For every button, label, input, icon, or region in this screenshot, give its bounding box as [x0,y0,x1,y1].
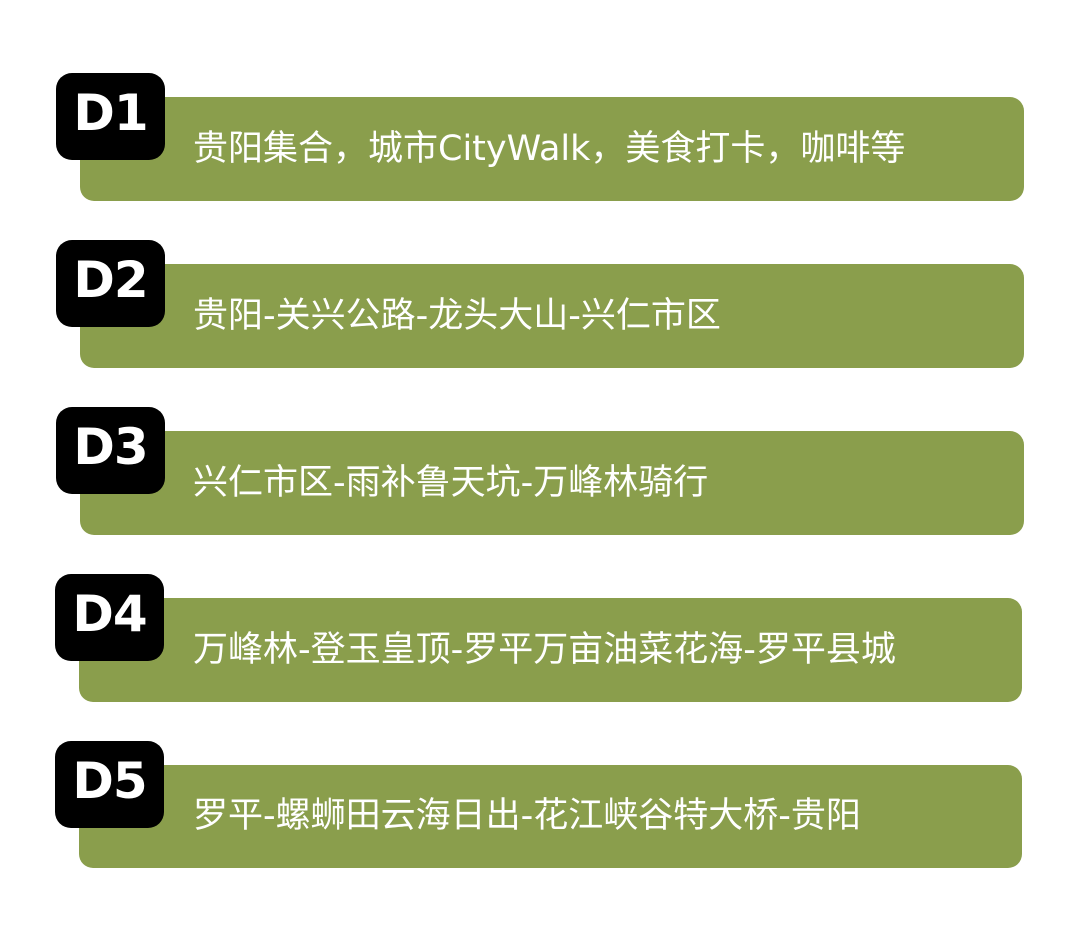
day-badge: D3 [56,407,165,494]
day-route-text: 贵阳集合，城市CityWalk，美食打卡，咖啡等 [193,129,906,169]
day-badge: D1 [56,73,165,160]
day-badge: D2 [56,240,165,327]
day-badge: D4 [55,574,164,661]
day-bar: 兴仁市区-雨补鲁天坑-万峰林骑行 [80,431,1024,535]
day-bar: 罗平-螺蛳田云海日出-花江峡谷特大桥-贵阳 [79,765,1022,868]
day-row-2: 贵阳-关兴公路-龙头大山-兴仁市区 D2 [0,240,1080,370]
day-route-text: 兴仁市区-雨补鲁天坑-万峰林骑行 [193,463,709,503]
day-row-5: 罗平-螺蛳田云海日出-花江峡谷特大桥-贵阳 D5 [0,741,1080,871]
day-badge-label: D1 [73,84,148,142]
day-route-text: 万峰林-登玉皇顶-罗平万亩油菜花海-罗平县城 [193,630,896,670]
day-route-text: 贵阳-关兴公路-龙头大山-兴仁市区 [193,296,721,336]
day-badge-label: D3 [73,418,148,476]
day-badge: D5 [55,741,164,828]
day-row-1: 贵阳集合，城市CityWalk，美食打卡，咖啡等 D1 [0,73,1080,203]
day-route-text: 罗平-螺蛳田云海日出-花江峡谷特大桥-贵阳 [193,796,861,836]
day-bar: 万峰林-登玉皇顶-罗平万亩油菜花海-罗平县城 [79,598,1022,702]
day-row-3: 兴仁市区-雨补鲁天坑-万峰林骑行 D3 [0,407,1080,537]
day-bar: 贵阳-关兴公路-龙头大山-兴仁市区 [80,264,1024,368]
day-badge-label: D5 [72,752,147,810]
day-row-4: 万峰林-登玉皇顶-罗平万亩油菜花海-罗平县城 D4 [0,574,1080,704]
day-bar: 贵阳集合，城市CityWalk，美食打卡，咖啡等 [80,97,1024,201]
day-badge-label: D2 [73,251,148,309]
day-badge-label: D4 [72,585,147,643]
